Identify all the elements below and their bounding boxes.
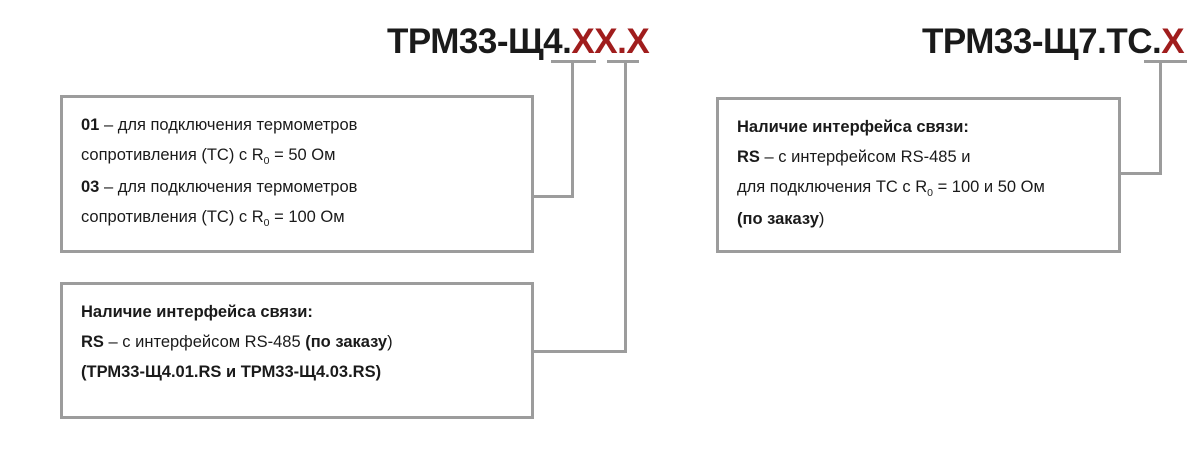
code-rs-left: RS [81,333,104,351]
right-interface-line-4: (по заказу) [737,204,1102,234]
left-interface-heading: Наличие интерфейса связи: [81,297,515,327]
right-interface-line-2: RS – с интерфейсом RS-485 и [737,142,1102,172]
right-model-title: ТРМ33-Щ7.ТС.X [922,22,1185,62]
rs-desc-left: с интерфейсом RS-485 [122,333,306,351]
left-box-line-4: сопротивления (ТС) с R0 = 100 Ом [81,202,515,234]
connector-x-vertical [624,60,627,353]
r0-subscript-2: 0 [263,217,270,229]
r0-50-post: = 50 Ом [269,146,336,164]
rs-dash-right: – [764,148,779,166]
left-title-black: ТРМ33-Щ4. [387,22,572,61]
connector-xx-vertical [571,60,574,198]
right-r0-pre: для подключения ТС с R [737,178,928,196]
connector-xx-horizontal [534,195,574,198]
left-interface-line-2: RS – с интерфейсом RS-485 (по заказу) [81,327,515,357]
left-title-dot: . [617,22,627,61]
left-underline-x [607,60,639,63]
left-box-interface: Наличие интерфейса связи: RS – с интерфе… [60,282,534,419]
rs-desc-right: с интерфейсом RS-485 и [778,148,971,166]
right-title-red-x: X [1161,22,1185,61]
rs-order-paren-right: ) [818,210,825,228]
left-model-title: ТРМ33-Щ4.XX.X [387,22,650,62]
code-03: 03 [81,178,100,196]
right-interface-heading: Наличие интерфейса связи: [737,112,1102,142]
rs-dash-left: – [108,333,123,351]
right-title-black: ТРМ33-Щ7.ТС. [922,22,1162,61]
left-interface-heading-text: Наличие интерфейса связи: [81,303,313,321]
r0-100-post: = 100 Ом [269,208,345,226]
rs-model-list: (ТРМ33-Щ4.01.RS и ТРМ33-Щ4.03.RS) [81,363,382,381]
rs-order-note-left: (по заказу [305,333,388,351]
left-title-red-x: X [626,22,650,61]
left-box-sensor-types: 01 – для подключения термометров сопроти… [60,95,534,253]
rs-order-paren-left: ) [387,333,393,351]
left-box-line-3: 03 – для подключения термометров [81,172,515,202]
right-underline-x [1144,60,1187,63]
right-interface-heading-text: Наличие интерфейса связи: [737,118,969,136]
r0-100-pre: сопротивления (ТС) с R [81,208,264,226]
code-01: 01 [81,116,100,134]
code-03-desc: – для подключения термометров [103,178,358,196]
right-box-interface: Наличие интерфейса связи: RS – с интерфе… [716,97,1121,253]
left-interface-line-3: (ТРМ33-Щ4.01.RS и ТРМ33-Щ4.03.RS) [81,357,515,387]
left-title-red-xx: XX [571,22,618,61]
left-box-line-2: сопротивления (ТС) с R0 = 50 Ом [81,140,515,172]
connector-right-x-horizontal [1121,172,1162,175]
code-01-desc: – для подключения термометров [103,116,358,134]
right-r0-post: = 100 и 50 Ом [933,178,1045,196]
rs-order-note-right: (по заказу [737,210,819,228]
connector-right-x-vertical [1159,60,1162,175]
left-box-line-1: 01 – для подключения термометров [81,110,515,140]
r0-50-pre: сопротивления (ТС) с R [81,146,264,164]
r0-subscript-1: 0 [263,155,270,167]
code-rs-right: RS [737,148,760,166]
r0-subscript-3: 0 [927,187,933,199]
connector-x-horizontal [534,350,627,353]
right-interface-line-3: для подключения ТС с R0 = 100 и 50 Ом [737,172,1102,204]
